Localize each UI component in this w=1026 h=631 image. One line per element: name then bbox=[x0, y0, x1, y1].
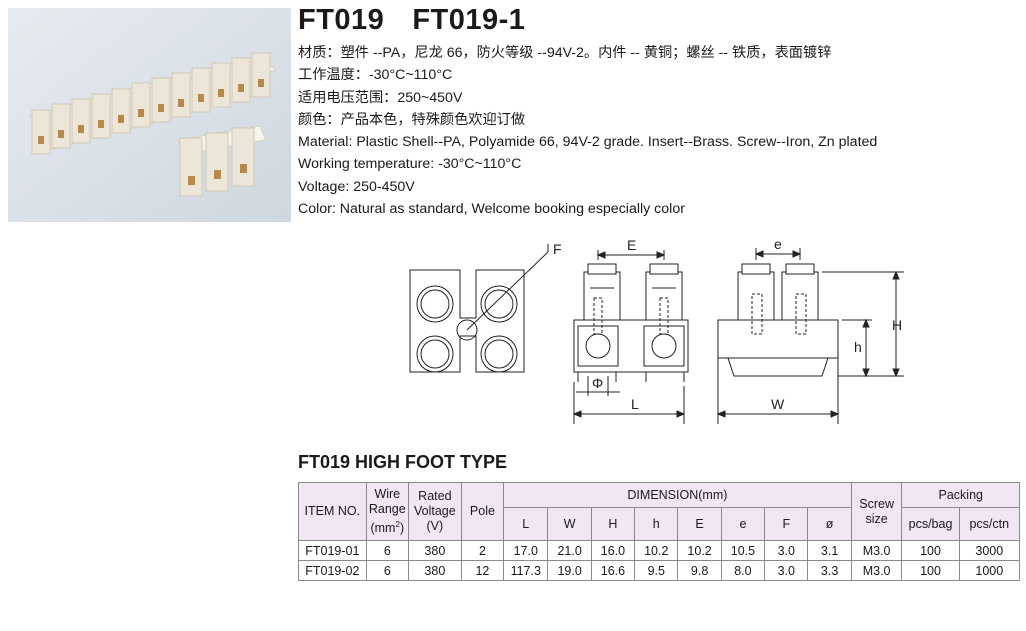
cell-pcs-ctn: 1000 bbox=[958, 560, 1021, 581]
section-title: FT019 HIGH FOOT TYPE bbox=[298, 452, 508, 472]
header-pole: Pole bbox=[460, 482, 505, 541]
cell-voltage: 380 bbox=[407, 540, 462, 561]
label-e-lower: e bbox=[774, 236, 782, 252]
title-model-a: FT019 bbox=[298, 4, 385, 36]
table-row: FT019-02 6 380 12 117.3 19.0 16.6 9.5 9.… bbox=[298, 560, 1021, 581]
cell-pcs-ctn: 3000 bbox=[958, 540, 1021, 561]
header-packing: Packing bbox=[901, 482, 1020, 508]
cell-pcs-bag: 100 bbox=[901, 540, 960, 561]
header-dim-l: L bbox=[503, 507, 549, 541]
header-pcs-bag: pcs/bag bbox=[901, 507, 960, 541]
spec-temperature-en: Working temperature: -30°C~110°C bbox=[298, 156, 522, 173]
cell-e-lower: 8.0 bbox=[720, 560, 766, 581]
header-dim-e-lower: e bbox=[720, 507, 766, 541]
cell-wire: 6 bbox=[365, 560, 409, 581]
cell-e-upper: 10.2 bbox=[677, 540, 722, 561]
front-view: E Φ L bbox=[572, 237, 689, 424]
cell-h-upper: 16.6 bbox=[590, 560, 636, 581]
cell-item: FT019-01 bbox=[298, 540, 367, 561]
label-w: W bbox=[771, 396, 785, 412]
cell-w: 19.0 bbox=[547, 560, 592, 581]
spec-list: 材质：塑件 --PA，尼龙 66，防火等级 --94V-2。内件 -- 黄铜；螺… bbox=[298, 42, 877, 220]
label-l: L bbox=[631, 396, 639, 412]
cell-f: 3.0 bbox=[764, 540, 809, 561]
header-item-no: ITEM NO. bbox=[298, 482, 367, 541]
header-dim-diameter: ø bbox=[807, 507, 852, 541]
label-h-lower: h bbox=[854, 339, 862, 355]
cell-w: 21.0 bbox=[547, 540, 592, 561]
spec-voltage-cn: 适用电压范围：250~450V bbox=[298, 89, 463, 106]
page-title: FT019 FT019-1 bbox=[298, 4, 553, 37]
header-dim-f: F bbox=[764, 507, 809, 541]
label-h-upper: H bbox=[892, 317, 902, 333]
cell-l: 17.0 bbox=[503, 540, 549, 561]
cell-screw: M3.0 bbox=[850, 560, 903, 581]
cell-l: 117.3 bbox=[503, 560, 549, 581]
side-view: e H h W bbox=[716, 236, 904, 424]
spec-material-cn: 材质：塑件 --PA，尼龙 66，防火等级 --94V-2。内件 -- 黄铜；螺… bbox=[298, 45, 832, 61]
header-pcs-ctn: pcs/ctn bbox=[958, 507, 1021, 541]
label-phi: Φ bbox=[592, 375, 603, 391]
label-e-upper: E bbox=[627, 237, 636, 253]
cell-h-lower: 10.2 bbox=[634, 540, 679, 561]
header-dim-h-upper: H bbox=[590, 507, 636, 541]
cell-e-lower: 10.5 bbox=[720, 540, 766, 561]
technical-drawing: F E Φ L bbox=[409, 236, 904, 424]
spec-temperature-cn: 工作温度：-30°C~110°C bbox=[298, 67, 453, 84]
cell-wire: 6 bbox=[365, 540, 409, 561]
cell-diameter: 3.3 bbox=[807, 560, 852, 581]
cell-pole: 12 bbox=[460, 560, 505, 581]
spec-material-en: Material: Plastic Shell--PA, Polyamide 6… bbox=[298, 134, 878, 151]
spec-voltage-en: Voltage: 250-450V bbox=[298, 178, 415, 195]
spec-color-cn: 颜色：产品本色，特殊颜色欢迎订做 bbox=[298, 111, 526, 128]
cell-diameter: 3.1 bbox=[807, 540, 852, 561]
top-view: F bbox=[409, 241, 562, 373]
spec-color-en: Color: Natural as standard, Welcome book… bbox=[298, 201, 685, 218]
cell-e-upper: 9.8 bbox=[677, 560, 722, 581]
table-row: FT019-01 6 380 2 17.0 21.0 16.0 10.2 10.… bbox=[298, 540, 1021, 561]
header-dim-h-lower: h bbox=[634, 507, 679, 541]
product-photo bbox=[8, 8, 291, 222]
cell-f: 3.0 bbox=[764, 560, 809, 581]
cell-item: FT019-02 bbox=[298, 560, 367, 581]
cell-pole: 2 bbox=[460, 540, 505, 561]
header-dim-e-upper: E bbox=[677, 507, 722, 541]
cell-voltage: 380 bbox=[407, 560, 462, 581]
cell-pcs-bag: 100 bbox=[901, 560, 960, 581]
header-dimension: DIMENSION(mm) bbox=[503, 482, 852, 508]
header-dim-w: W bbox=[547, 507, 592, 541]
title-model-b: FT019-1 bbox=[412, 4, 526, 36]
cell-h-lower: 9.5 bbox=[634, 560, 679, 581]
label-f: F bbox=[553, 241, 562, 257]
cell-h-upper: 16.0 bbox=[590, 540, 636, 561]
cell-screw: M3.0 bbox=[850, 540, 903, 561]
